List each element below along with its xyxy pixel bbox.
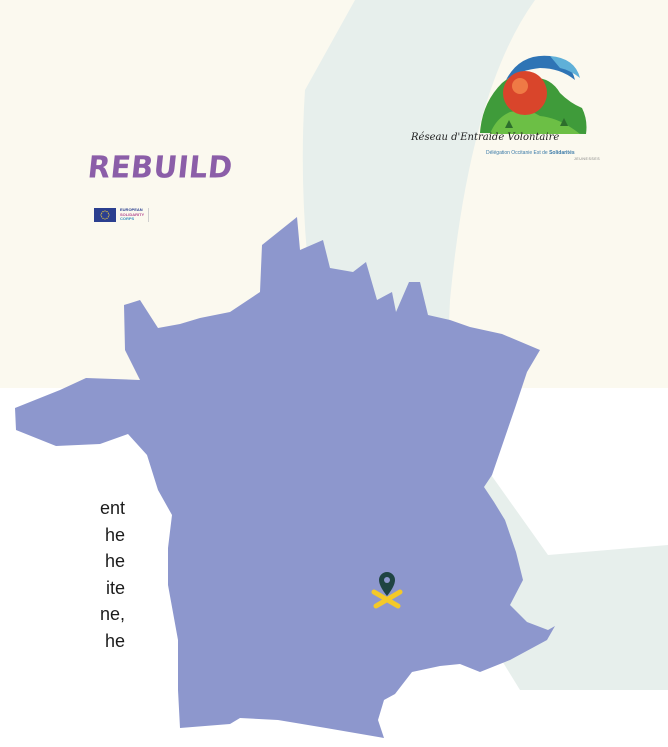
text-line: he [104,524,125,545]
rev-logo-graphic [480,55,587,134]
paragraph-fragments: ent he he ite ne, he [0,495,125,654]
location-marker [371,572,403,609]
cross-mark [371,589,403,609]
diagonal-band [302,0,668,690]
location-pin-icon [379,572,395,596]
rev-subtitle: Délégation Occitanie Est de Solidarités [486,150,575,156]
eu-flag-icon [94,208,116,222]
rev-name: Réseau d'Entraide Volontaire [411,132,560,143]
text-line: he [104,551,125,571]
text-line: ite [105,577,125,598]
text-line: he [104,630,125,651]
european-solidarity-corps-badge: EUROPEAN SOLIDARITY CORPS [94,208,150,222]
rev-brand-sub: JEUNESSES [574,157,601,161]
text-line: ent [99,498,125,518]
france-shape [15,217,555,738]
esc-label: EUROPEAN SOLIDARITY CORPS [120,208,150,222]
text-line: ne, [99,604,125,624]
